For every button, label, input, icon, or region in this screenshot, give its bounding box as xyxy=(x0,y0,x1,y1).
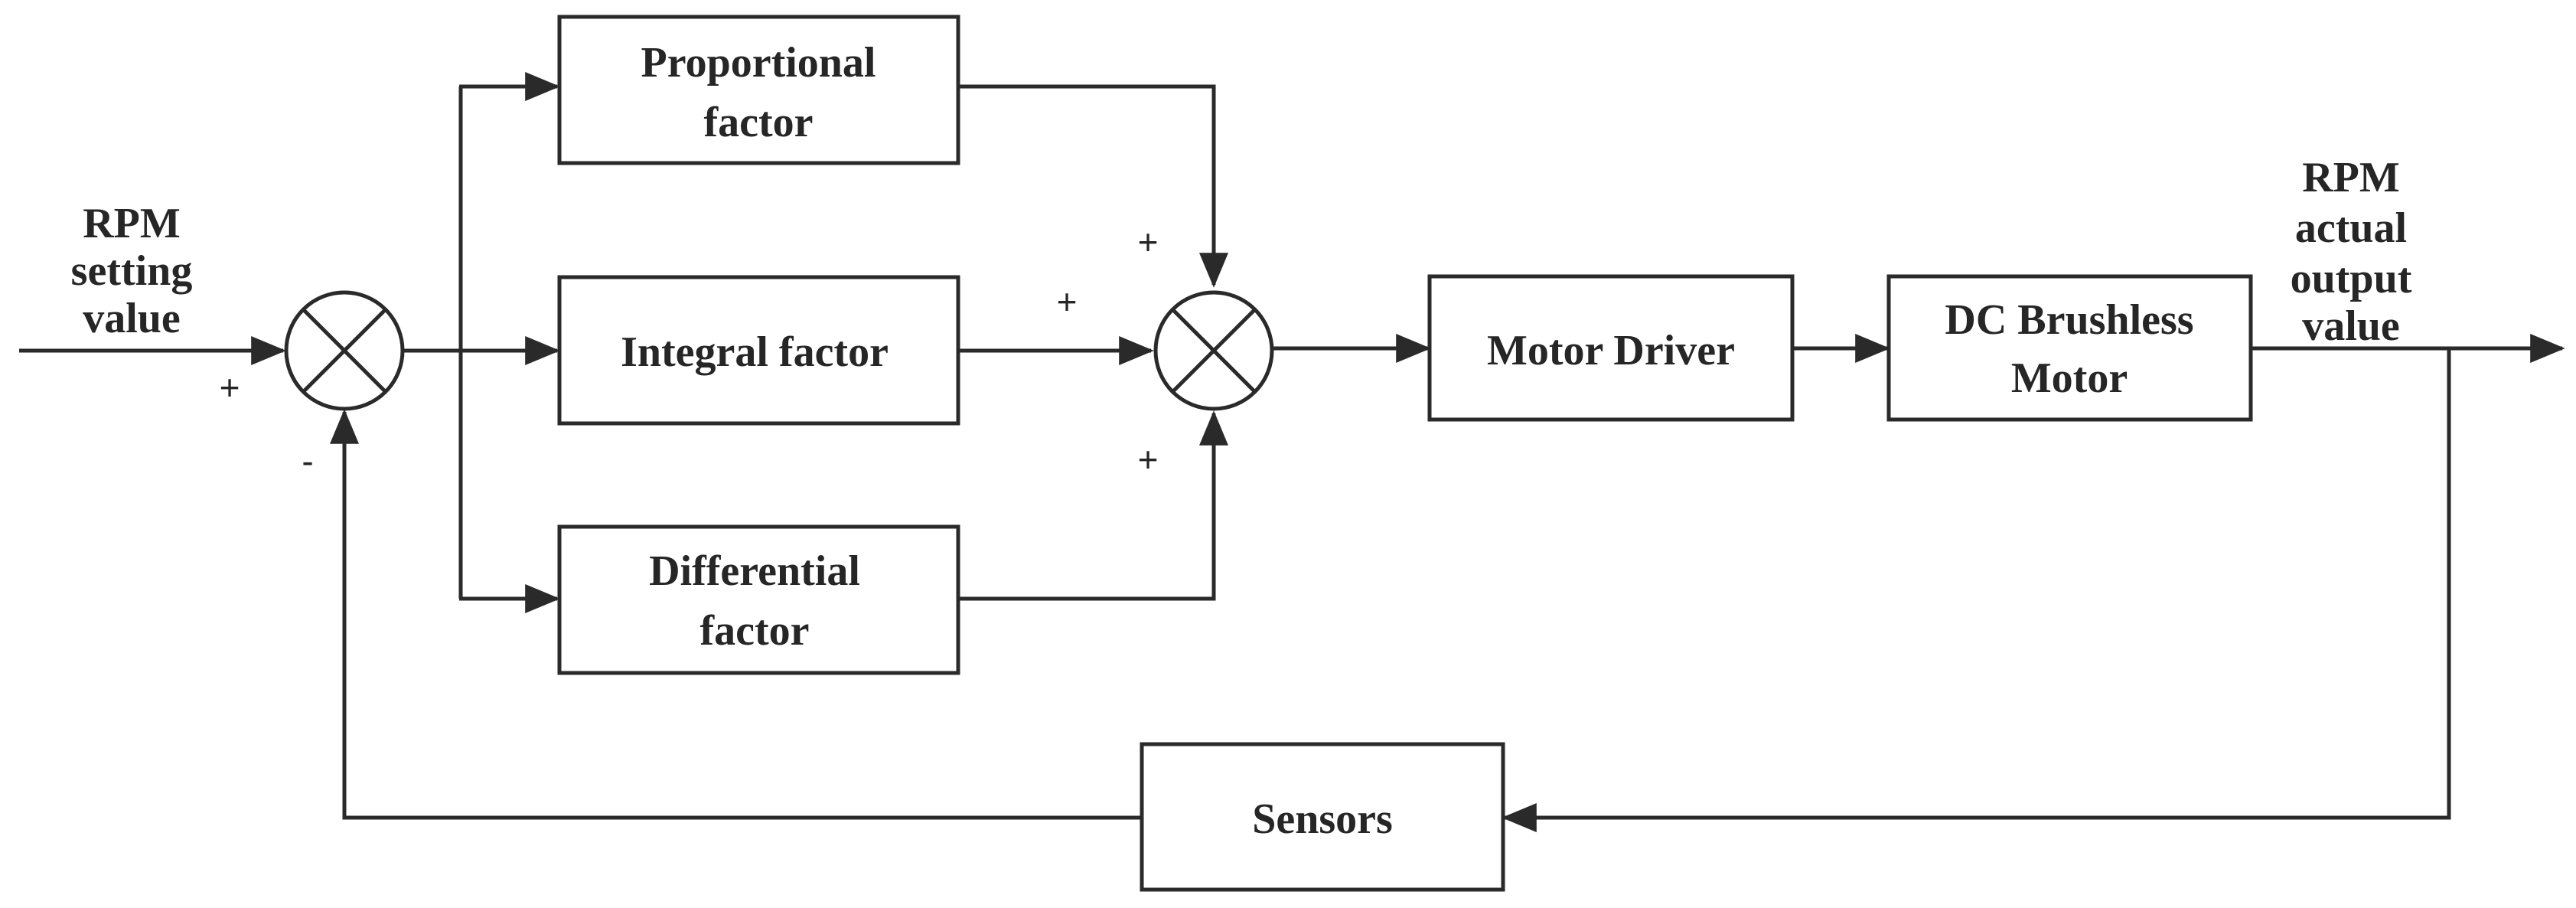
input-label: RPM setting value xyxy=(71,200,193,342)
sensors-label: Sensors xyxy=(1252,795,1393,843)
proportional-label-line2: factor xyxy=(703,99,813,146)
sum2-top-plus-sign: + xyxy=(1138,222,1159,262)
input-label-line2: setting xyxy=(71,247,193,295)
sum1-minus-sign: - xyxy=(302,441,313,481)
motor-driver-block: Motor Driver xyxy=(1427,274,1795,422)
dc-brushless-motor-block: DC Brushless Motor xyxy=(1886,274,2253,422)
sum2-left-plus-sign: + xyxy=(1057,282,1078,322)
motor-driver-label: Motor Driver xyxy=(1487,327,1735,374)
motor-label-line2: Motor xyxy=(2011,354,2128,402)
output-label-line4: value xyxy=(2302,302,2400,350)
input-label-line1: RPM xyxy=(83,200,181,247)
differential-output-arrow xyxy=(958,410,1228,601)
differential-label-line2: factor xyxy=(699,607,809,655)
differential-label-line1: Differential xyxy=(649,547,860,595)
proportional-block: Proportional factor xyxy=(557,15,960,165)
integral-label: Integral factor xyxy=(621,328,889,376)
sum2-bottom-plus-sign: + xyxy=(1138,439,1159,479)
proportional-label-line1: Proportional xyxy=(641,39,876,87)
feedback-to-sensors-arrow xyxy=(1502,348,2451,832)
sensors-to-junction1-arrow xyxy=(330,409,1142,820)
sensors-block: Sensors xyxy=(1140,742,1505,892)
output-label-line3: output xyxy=(2291,255,2412,302)
proportional-output-arrow xyxy=(958,84,1228,288)
differential-block: Differential factor xyxy=(557,524,960,675)
motor-label-line1: DC Brushless xyxy=(1945,296,2193,344)
summing-junction-2 xyxy=(1153,290,1274,411)
sum1-plus-sign: + xyxy=(220,367,240,407)
summing-junction-1 xyxy=(284,290,405,411)
integral-block: Integral factor xyxy=(557,275,960,426)
input-label-line3: value xyxy=(83,295,181,342)
output-label-line2: actual xyxy=(2295,204,2407,252)
output-label: RPM actual output value xyxy=(2291,154,2412,350)
output-label-line1: RPM xyxy=(2302,154,2400,201)
